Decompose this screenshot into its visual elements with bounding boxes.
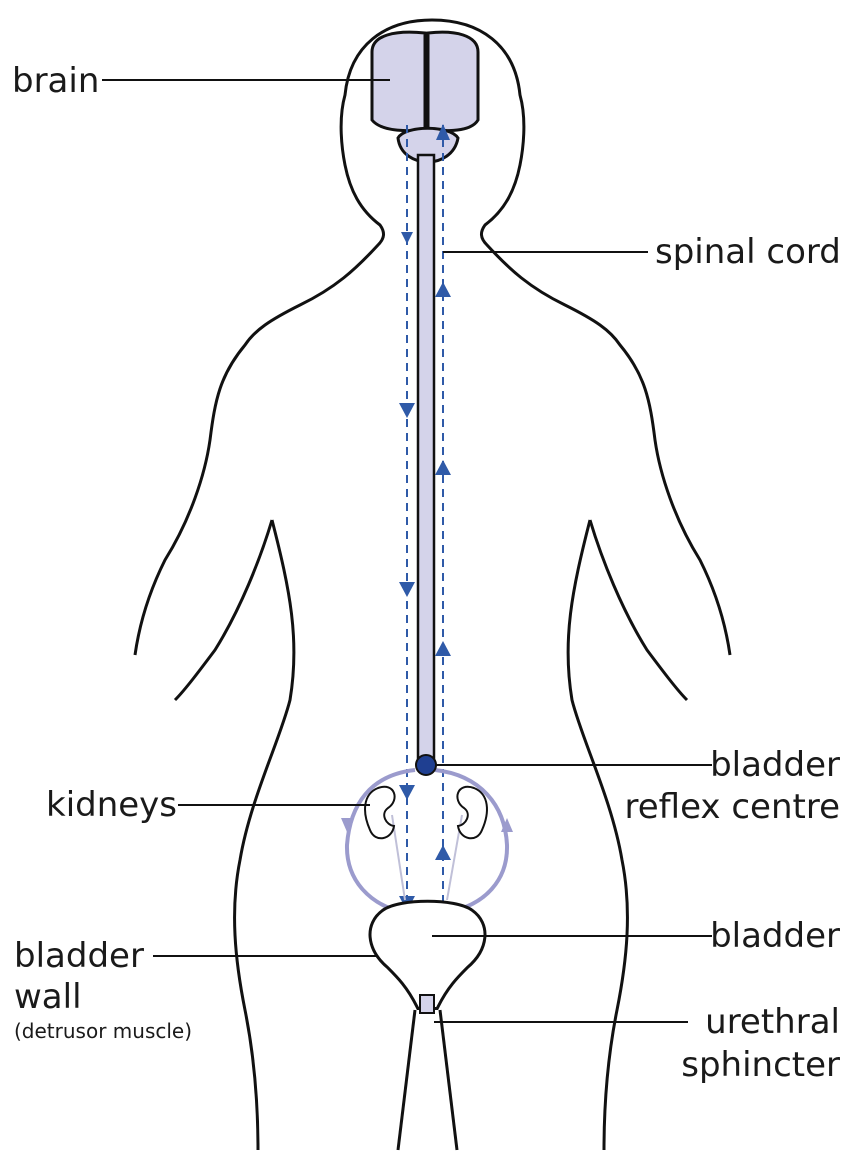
down-arrow [399,785,415,800]
label-bladder: bladder [710,916,840,956]
label-sphincter-line2: sphincter [681,1045,840,1085]
leg-inner-left [398,1010,415,1150]
torso-left [175,520,272,700]
label-kidneys: kidneys [46,785,177,825]
up-arrow [435,845,451,860]
down-arrows [399,232,415,911]
down-arrow [401,232,413,244]
up-arrow [435,641,451,656]
kidney-left [365,787,395,838]
label-reflex-centre-line2: reflex centre [625,787,840,827]
kidney-right [457,787,487,838]
label-bladder-wall-line1: bladder [14,936,144,976]
bladder-inner [374,905,482,1005]
leg-inner-right [440,1010,457,1150]
spinal-cord-shape [418,155,434,767]
down-arrow [399,582,415,597]
up-arrow [435,460,451,475]
torso-left-lower [235,520,294,1150]
label-bladder-wall-note: (detrusor muscle) [14,1019,192,1043]
torso-right [590,520,687,700]
label-sphincter-line1: urethral [705,1002,840,1042]
label-spinal-cord: spinal cord [655,232,841,272]
label-bladder-wall-line2: wall [14,977,82,1017]
label-brain: brain [12,61,99,101]
bladder-reflex-centre-dot [416,755,436,775]
up-arrow [435,282,451,297]
urethral-sphincter-shape [420,995,434,1013]
down-arrow [399,403,415,418]
brain-shape [372,32,478,162]
torso-right-lower [568,520,627,1150]
label-reflex-centre-line1: bladder [710,745,840,785]
